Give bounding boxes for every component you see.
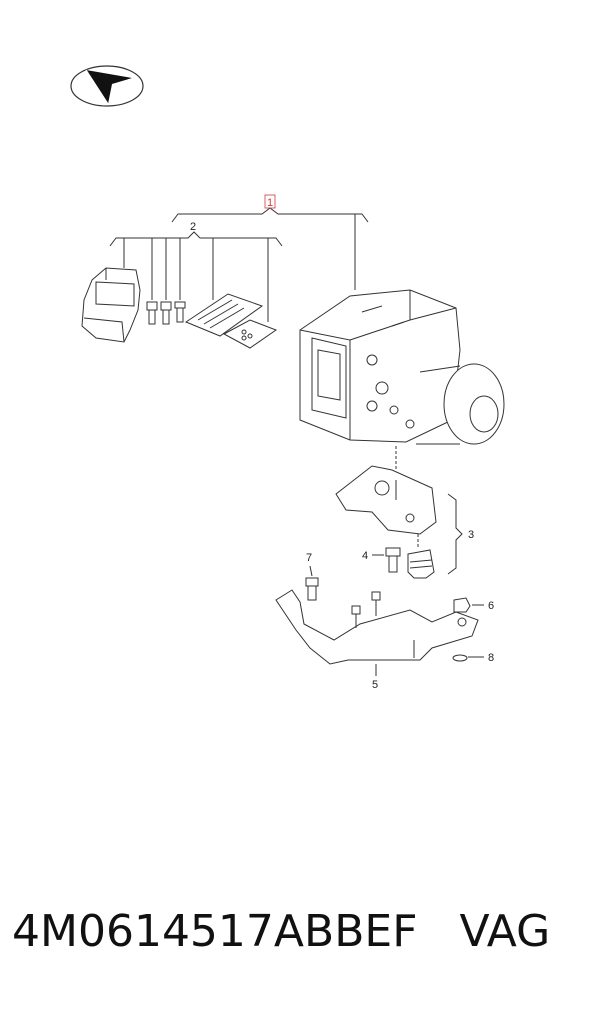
screw-small-3 [174, 301, 186, 323]
callout-1[interactable]: 1 [267, 197, 273, 209]
bolt-part-4 [385, 547, 401, 573]
screw-small-1 [146, 301, 158, 325]
callout-1-box [264, 194, 276, 209]
rubber-mount [407, 549, 435, 579]
callout-2[interactable]: 2 [190, 221, 196, 233]
part-number: 4M0614517ABBEF [12, 906, 418, 957]
callout-4[interactable]: 4 [362, 550, 368, 562]
washer-part-8 [452, 654, 468, 662]
label-sticker-sheet [222, 319, 278, 349]
mounting-bracket [335, 465, 437, 535]
carrier-bracket [275, 589, 479, 665]
parts-catalog-logo-icon [70, 65, 144, 107]
abs-control-module [81, 267, 141, 343]
instruction-sheet [184, 293, 264, 337]
callout-6[interactable]: 6 [488, 600, 494, 612]
callout-bracket-1 [171, 207, 369, 290]
screw-small-2 [160, 301, 172, 325]
abs-hydraulic-unit [299, 289, 505, 445]
nut-part-6 [453, 597, 471, 613]
footer-part-info: 4M0614517ABBEF VAG [12, 906, 592, 957]
callout-bracket-2 [109, 231, 283, 322]
callout-3[interactable]: 3 [468, 529, 474, 541]
callout-5[interactable]: 5 [372, 679, 378, 691]
brand-name: VAG [459, 906, 551, 957]
callout-7[interactable]: 7 [306, 552, 312, 564]
callout-bracket-3 [447, 493, 463, 575]
callout-8[interactable]: 8 [488, 652, 494, 664]
screw-part-7 [305, 577, 319, 601]
